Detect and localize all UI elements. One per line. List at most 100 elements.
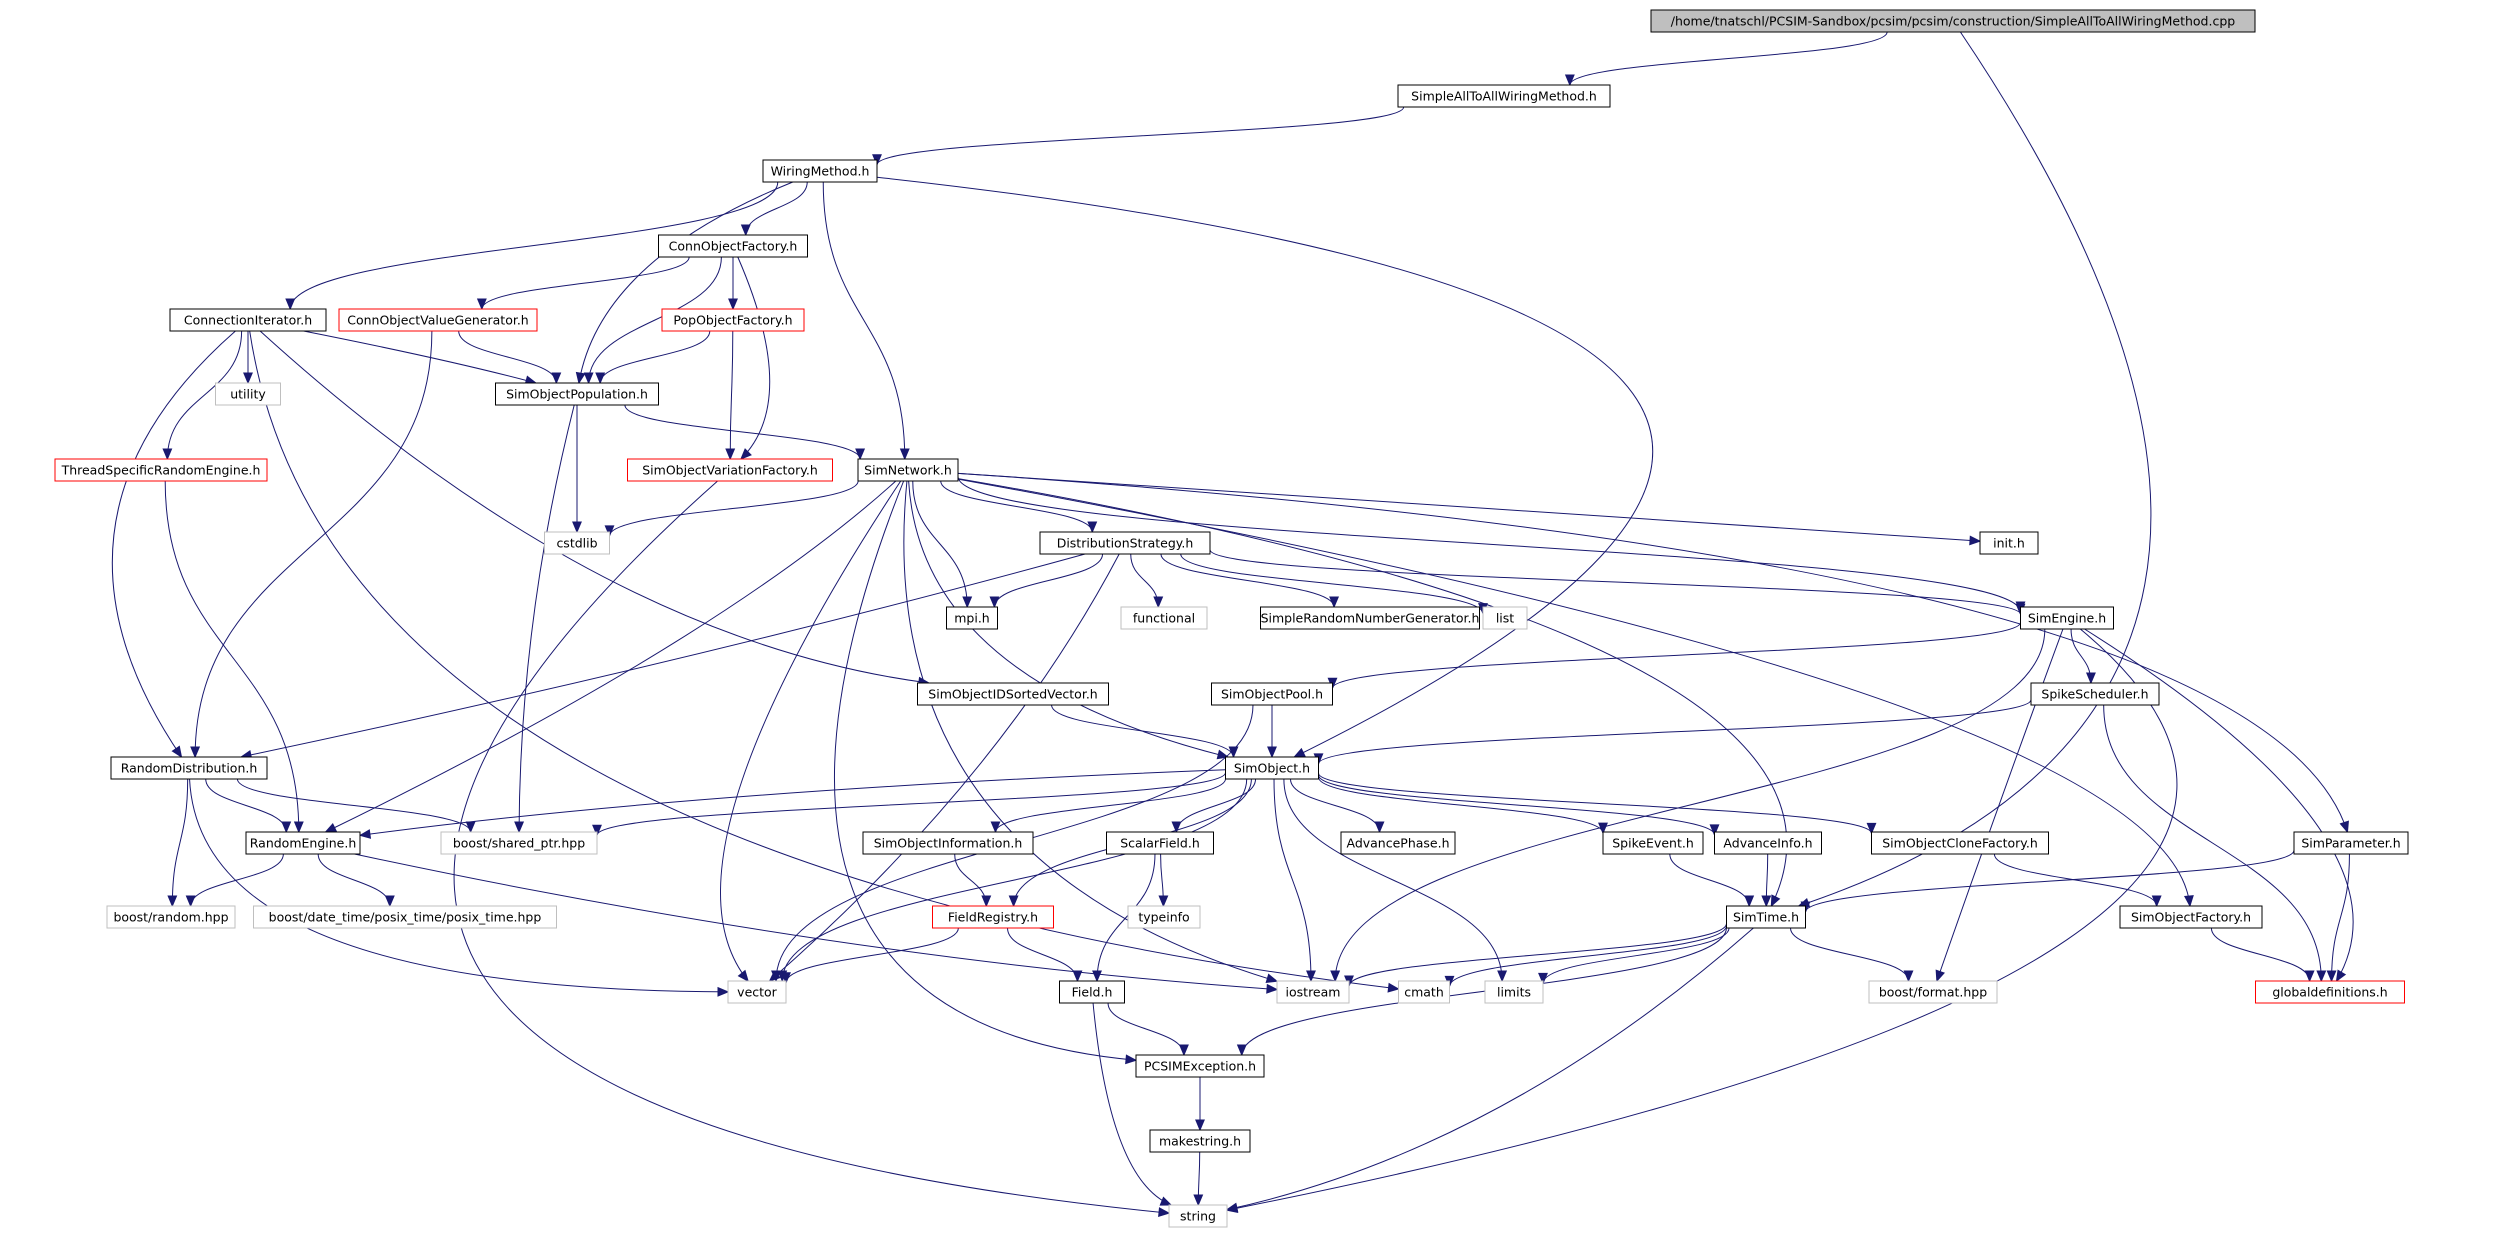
node-ci[interactable]: ConnectionIterator.h — [169, 308, 327, 332]
node-ap[interactable]: AdvancePhase.h — [1340, 831, 1456, 855]
node-label: vector — [737, 985, 778, 1000]
edge-sopool-to-so — [1267, 705, 1277, 759]
edge-arrowhead — [185, 895, 196, 908]
node-label: ConnObjectValueGenerator.h — [347, 313, 528, 328]
edge-arrowhead — [575, 371, 586, 385]
node-init[interactable]: init.h — [1979, 531, 2039, 555]
node-box — [2255, 980, 2405, 1004]
edge-rd-to-br — [167, 778, 189, 908]
node-label: iostream — [1286, 985, 1341, 1000]
edge-sn-to-ds — [940, 480, 1098, 534]
edge-rd-to-bsp — [236, 778, 476, 834]
edge-wm-to-sop — [575, 181, 793, 385]
node-sf[interactable]: ScalarField.h — [1106, 831, 1214, 855]
node-box — [1120, 606, 1208, 630]
node-so[interactable]: SimObject.h — [1225, 756, 1319, 780]
node-se[interactable]: SimEngine.h — [2020, 606, 2114, 630]
node-cof[interactable]: ConnObjectFactory.h — [658, 234, 808, 258]
node-socf[interactable]: SimObjectCloneFactory.h — [1871, 831, 2049, 855]
edge-so-to-iostream — [1273, 778, 1316, 983]
edge-arrowhead — [1903, 970, 1914, 983]
node-box — [1868, 980, 1998, 1004]
edge-ds-to-se — [1209, 549, 2026, 616]
edge-line — [596, 772, 1226, 836]
edge-arrowhead — [1178, 1044, 1189, 1057]
node-bf: boost/format.hpp — [1868, 980, 1998, 1004]
edge-st-to-pcex — [1236, 927, 1727, 1057]
node-ms[interactable]: makestring.h — [1149, 1129, 1251, 1153]
edge-line — [785, 927, 959, 983]
node-label: SimObjectFactory.h — [2131, 910, 2251, 925]
node-label: functional — [1133, 611, 1195, 626]
edge-arrowhead — [1125, 1054, 1138, 1065]
edge-line — [1993, 853, 2158, 907]
edge-line — [236, 778, 472, 833]
node-box — [2020, 606, 2114, 630]
edge-wm-to-sn — [822, 181, 910, 461]
node-satawm[interactable]: SimpleAllToAllWiringMethod.h — [1397, 84, 1611, 108]
node-label: FieldRegistry.h — [948, 910, 1038, 925]
node-label: ConnectionIterator.h — [184, 313, 312, 328]
node-label: SimParameter.h — [2301, 836, 2400, 851]
node-label: SimObjectCloneFactory.h — [1882, 836, 2038, 851]
edge-sop-to-sn — [624, 404, 866, 461]
edge-fr-to-vector — [781, 927, 959, 985]
node-re[interactable]: RandomEngine.h — [245, 831, 361, 855]
node-box — [1211, 682, 1333, 706]
edge-arrowhead — [358, 829, 372, 839]
node-box — [1260, 606, 1480, 630]
node-sofac[interactable]: SimObjectFactory.h — [2119, 905, 2263, 929]
node-st[interactable]: SimTime.h — [1726, 905, 1806, 929]
node-srng[interactable]: SimpleRandomNumberGenerator.h — [1260, 606, 1480, 630]
edge-line — [1096, 853, 1156, 982]
edge-ci-to-cmath — [249, 330, 1400, 993]
node-box — [1602, 831, 1704, 855]
edge-line — [2210, 927, 2311, 982]
node-box — [245, 831, 361, 855]
node-sovf[interactable]: SimObjectVariationFactory.h — [627, 458, 833, 482]
edge-line — [876, 176, 1654, 758]
node-mpi[interactable]: mpi.h — [946, 606, 998, 630]
edge-sn-to-sp — [957, 472, 2349, 834]
edge-line — [993, 553, 1104, 608]
node-box — [2030, 682, 2160, 706]
edge-sp-to-gd — [2326, 853, 2350, 983]
node-gd[interactable]: globaldefinitions.h — [2255, 980, 2405, 1004]
edge-line — [1226, 628, 2178, 1211]
node-covg[interactable]: ConnObjectValueGenerator.h — [338, 308, 538, 332]
node-box — [1106, 831, 1214, 855]
node-pof[interactable]: PopObjectFactory.h — [661, 308, 805, 332]
node-soidsv[interactable]: SimObjectIDSortedVector.h — [917, 682, 1109, 706]
edge-arrowhead — [1008, 895, 1019, 908]
node-tsre[interactable]: ThreadSpecificRandomEngine.h — [54, 458, 268, 482]
edge-arrowhead — [2304, 970, 2315, 983]
node-sop[interactable]: SimObjectPopulation.h — [495, 382, 659, 406]
node-ai[interactable]: AdvanceInfo.h — [1714, 831, 1822, 855]
edge-sn-to-init — [957, 472, 1982, 546]
node-sp[interactable]: SimParameter.h — [2293, 831, 2409, 855]
node-sopool[interactable]: SimObjectPool.h — [1211, 682, 1333, 706]
node-iostream: iostream — [1276, 980, 1350, 1004]
node-pcex[interactable]: PCSIMException.h — [1135, 1054, 1265, 1078]
node-ss[interactable]: SpikeScheduler.h — [2030, 682, 2160, 706]
edge-line — [453, 480, 1170, 1214]
node-wm[interactable]: WiringMethod.h — [762, 159, 878, 183]
node-label: SimObjectPool.h — [1221, 687, 1323, 702]
edge-line — [111, 330, 236, 758]
node-sn[interactable]: SimNetwork.h — [857, 458, 959, 482]
node-rd[interactable]: RandomDistribution.h — [110, 756, 268, 780]
edge-arrowhead — [1236, 1044, 1247, 1057]
node-fr[interactable]: FieldRegistry.h — [932, 905, 1054, 929]
edge-arrowhead — [962, 596, 973, 609]
edge-so-to-ai — [1318, 774, 1720, 837]
node-spe[interactable]: SpikeEvent.h — [1602, 831, 1704, 855]
node-ds[interactable]: DistributionStrategy.h — [1039, 531, 1211, 555]
node-label: RandomDistribution.h — [121, 761, 258, 776]
edge-fr-to-field — [1007, 927, 1083, 983]
edge-so-to-sf — [1171, 778, 1257, 834]
node-root[interactable]: /home/tnatschl/PCSIM-Sandbox/pcsim/pcsim… — [1650, 9, 2256, 33]
node-soi[interactable]: SimObjectInformation.h — [862, 831, 1034, 855]
node-label: boost/date_time/posix_time/posix_time.hp… — [269, 910, 542, 925]
node-field[interactable]: Field.h — [1059, 980, 1125, 1004]
